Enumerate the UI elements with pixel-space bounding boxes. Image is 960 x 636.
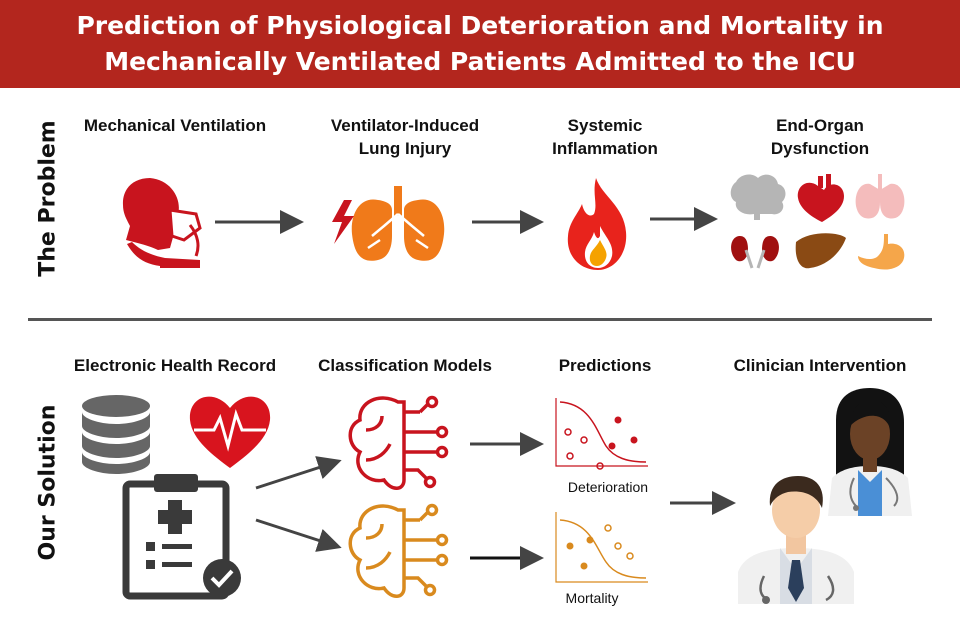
red-brain-network-icon: [348, 395, 449, 490]
step-predictions: Predictions: [558, 356, 652, 375]
step-ehr: Electronic Health Record: [73, 356, 277, 375]
title-line-2: Mechanically Ventilated Patients Admitte…: [104, 47, 856, 76]
mortality-curve-icon: [555, 512, 648, 583]
liver-icon: [795, 233, 846, 269]
kidneys-icon: [731, 236, 779, 269]
stomach-icon: [858, 234, 905, 270]
heart-icon: [797, 174, 844, 222]
step-systemic-inflammation: Systemic Inflammation: [552, 116, 658, 158]
deterioration-curve-icon: [555, 398, 648, 470]
step-classification-models: Classification Models: [318, 356, 492, 375]
database-icon: [82, 395, 150, 474]
clipboard-icon: [122, 474, 241, 600]
female-doctor-icon: [828, 388, 912, 516]
orange-brain-network-icon: [348, 503, 449, 598]
mortality-label: Mortality: [565, 590, 619, 606]
title-line-1: Prediction of Physiological Deterioratio…: [76, 11, 884, 40]
male-doctor-icon: [738, 476, 854, 604]
lungs-icon: [855, 174, 905, 219]
arrow-ehr-to-model-1: [255, 456, 342, 490]
title-banner: Prediction of Physiological Deterioratio…: [0, 0, 960, 88]
arrow-ehr-to-model-2: [255, 518, 342, 552]
deterioration-label: Deterioration: [567, 479, 649, 495]
patient-ventilator-icon: [122, 178, 202, 268]
lung-injury-icon: [332, 186, 445, 261]
brain-icon: [730, 174, 786, 220]
step-lung-injury: Ventilator-Induced Lung Injury: [330, 116, 480, 158]
section-divider: [28, 318, 932, 321]
flame-icon: [567, 178, 627, 270]
step-end-organ-dysfunction: End-Organ Dysfunction: [770, 116, 870, 158]
step-mechanical-ventilation: Mechanical Ventilation: [83, 116, 267, 135]
step-clinician-intervention: Clinician Intervention: [733, 356, 907, 375]
heart-rate-icon: [189, 396, 271, 468]
